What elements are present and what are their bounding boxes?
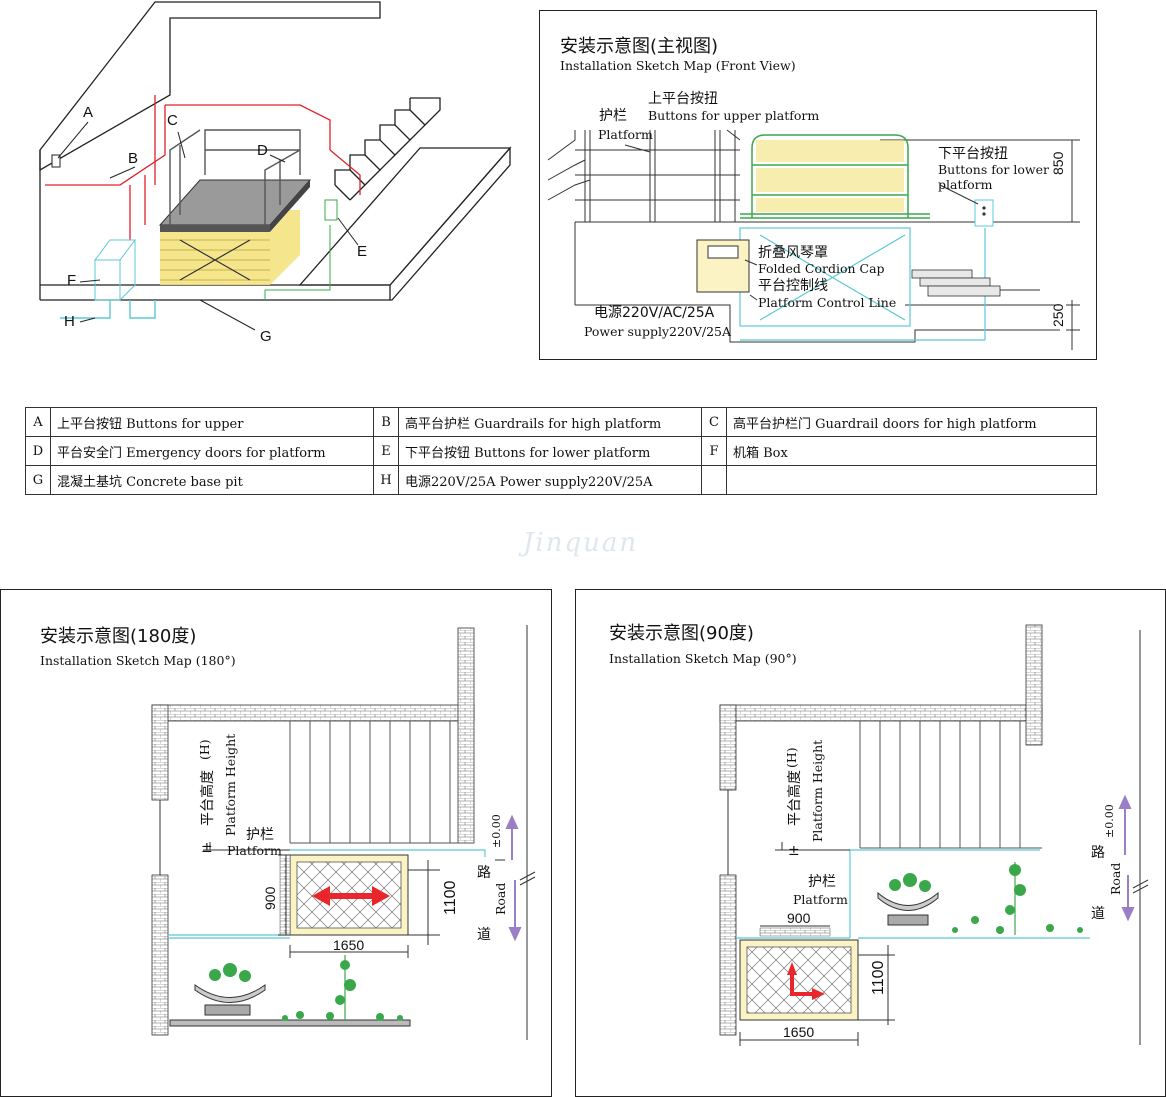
legend-key [701,465,727,495]
plan-90-title-cn: 安装示意图(90度) [609,623,754,644]
legend-value: 高平台护栏 Guardrails for high platform [398,407,702,437]
iso-letter-g: G [260,328,272,345]
plan-180-road-cn-2: 道 [477,927,491,943]
iso-wall-button [51,154,61,168]
legend-value: 高平台护栏门 Guardrail doors for high platform [726,407,1097,437]
plan-90-road-en: Road [1108,862,1123,895]
iso-leader-lines [57,121,359,331]
legend-value: 平台安全门 Emergency doors for platform [50,436,374,466]
plan-90-plus-minus: ± [788,843,800,859]
iso-letter-d: D [257,142,268,159]
plan-90-dim-1650: 1650 [783,1024,815,1040]
front-guardrail-cn: 护栏 [599,108,627,124]
plan-90-road-cn-1: 路 [1091,845,1105,861]
front-lower-button-en-1: Buttons for lower [938,162,1049,177]
iso-red-guardrails [45,95,361,240]
front-lower-button-en-2: platform [938,177,993,192]
plan-90-guardrail-cn: 护栏 [808,874,836,890]
iso-platform [158,129,312,285]
plan-90-height-h: (H) [784,747,799,768]
plan-90-dim-1100: 1100 [870,960,887,995]
plan-180-guardrail-cn: 护栏 [246,827,274,843]
legend-key: G [25,465,51,495]
front-cordion-cap-en: Folded Cordion Cap [758,261,885,276]
iso-letter-e: E [357,243,368,260]
plan-180-plus-minus: ± [201,840,213,856]
legend-key: D [25,436,51,466]
plan-180-guardrail-en: Platform [227,843,282,858]
watermark: Jinquan [523,528,639,558]
front-view-title-cn: 安装示意图(主视图) [560,36,719,57]
legend-value: 下平台按钮 Buttons for lower platform [398,436,702,466]
front-power-en: Power supply220V/25A [584,324,732,339]
iso-building [39,1,512,301]
iso-letter-f: F [67,272,77,289]
plan-90-road-cn-2: 道 [1091,906,1105,922]
plan-90-guardrail-en: Platform [793,892,848,907]
plan-180-road-cn-1: 路 [477,865,491,881]
legend-value: 上平台按钮 Buttons for upper [50,407,374,437]
front-view-title-en: Installation Sketch Map (Front View) [560,58,796,73]
front-control-line-cn: 平台控制线 [758,278,828,294]
legend-row: D 平台安全门 Emergency doors for platform E 下… [25,436,1097,466]
plan-90-height-en: Platform Height [810,739,825,842]
iso-letter-h: H [64,313,75,330]
legend-value [726,465,1097,495]
legend-key: B [373,407,399,437]
front-lower-button-cn: 下平台按扭 [938,146,1008,162]
plan-180-title-en: Installation Sketch Map (180°) [40,653,236,668]
legend-value: 混凝土基坑 Concrete base pit [50,465,374,495]
front-upper-button-cn: 上平台按扭 [648,91,718,107]
plan-90-title-en: Installation Sketch Map (90°) [609,651,797,666]
iso-box-and-cables [60,199,338,319]
front-power-cn: 电源220V/AC/25A [594,305,715,321]
iso-letter-c: C [167,112,178,129]
legend-row: G 混凝土基坑 Concrete base pit H 电源220V/25A P… [25,465,1097,495]
plan-90-height-cn: 平台高度 [787,770,803,826]
plan-90-zero-level: ±0.00 [1103,804,1116,838]
legend-key: H [373,465,399,495]
front-view-panel [539,10,1097,360]
legend-table: A 上平台按钮 Buttons for upper B 高平台护栏 Guardr… [25,407,1097,495]
plan-180-title-cn: 安装示意图(180度) [40,626,197,647]
front-cordion-cap-cn: 折叠风琴罩 [758,245,828,261]
plan-180-dim-1650: 1650 [333,937,365,953]
iso-letter-a: A [83,104,94,121]
front-guardrail-en: Platform [598,127,653,142]
legend-value: 电源220V/25A Power supply220V/25A [398,465,702,495]
front-control-line-en: Platform Control Line [758,295,897,310]
plan-90-dim-900: 900 [787,910,811,926]
front-upper-button-en: Buttons for upper platform [648,108,820,123]
iso-letter-b: B [128,150,139,167]
